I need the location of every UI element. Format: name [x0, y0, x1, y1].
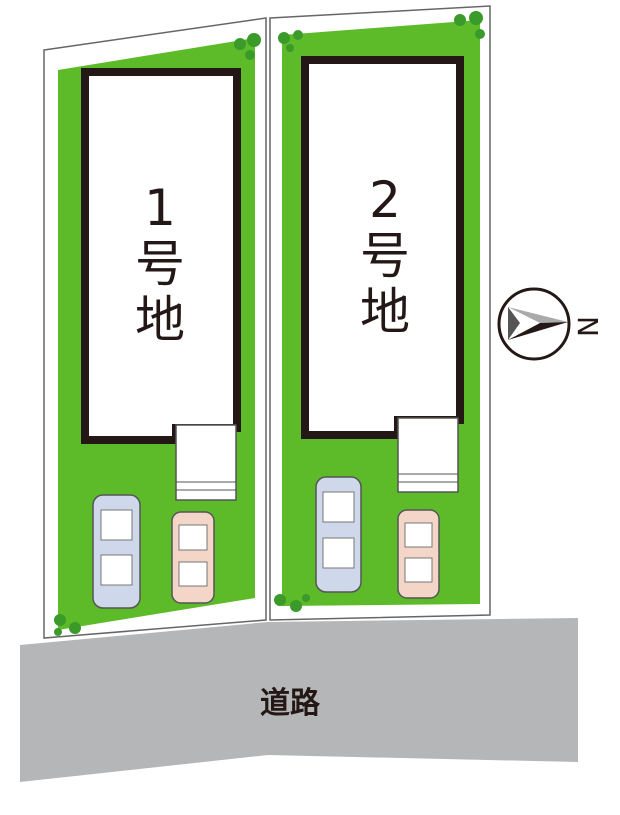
lot-1-porch	[175, 424, 237, 501]
car-icon	[315, 476, 362, 593]
tree-icon	[54, 11, 485, 636]
road-label: 道路	[260, 686, 320, 721]
road	[20, 618, 578, 782]
car-icon	[397, 509, 440, 599]
car-icon	[92, 494, 141, 609]
lot-2-suffix-go: 号	[360, 227, 410, 285]
lot-2-number: 2	[369, 171, 401, 229]
compass-direction-label: N	[570, 316, 604, 337]
lot-1-suffix-go: 号	[135, 235, 185, 293]
car-icon	[171, 511, 215, 604]
lot-1-number: 1	[144, 179, 176, 237]
lot-1-label: 1 号 地	[120, 180, 200, 348]
lot-2-suffix-chi: 地	[360, 283, 410, 341]
lot-2-label: 2 号 地	[345, 172, 425, 340]
lot-2-porch	[397, 417, 459, 493]
lot-1-suffix-chi: 地	[135, 291, 185, 349]
north-arrow-icon	[497, 287, 571, 361]
